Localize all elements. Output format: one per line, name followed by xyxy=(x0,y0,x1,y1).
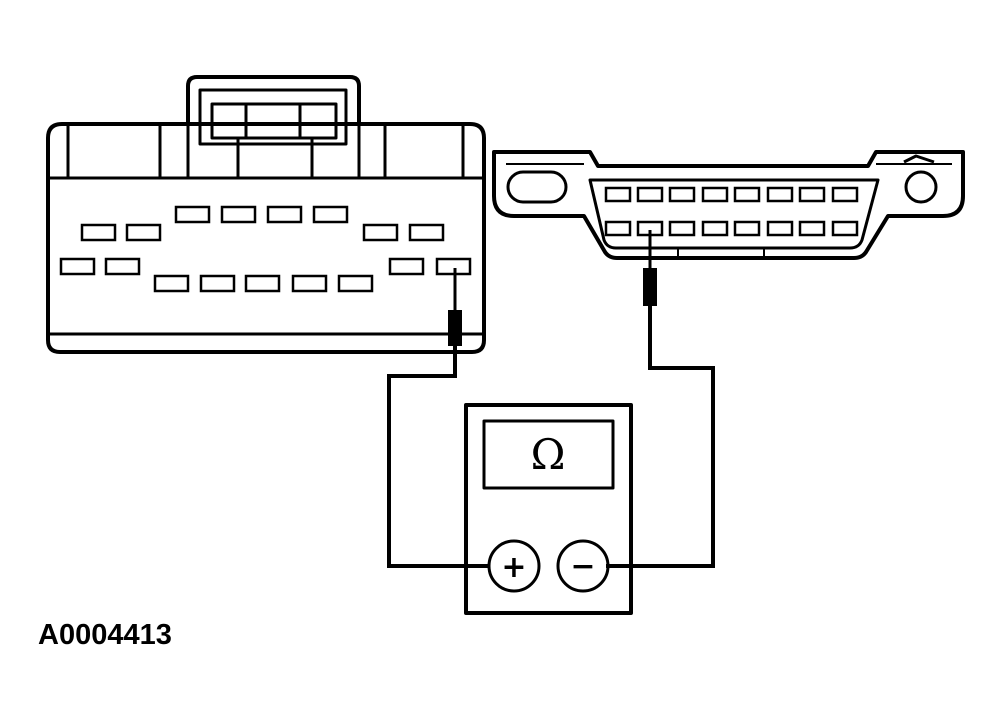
data-link-connector-pins xyxy=(604,186,859,237)
module-connector xyxy=(46,75,486,354)
negative-terminal xyxy=(556,539,610,593)
positive-terminal xyxy=(487,539,541,593)
left-probe xyxy=(448,268,462,346)
positive-terminal-label: + xyxy=(501,550,526,585)
figure-id-label: A0004413 xyxy=(38,619,172,651)
ohmmeter: Ω + − xyxy=(464,403,633,615)
data-link-connector xyxy=(492,150,965,260)
negative-test-lead xyxy=(606,306,715,568)
meter-display xyxy=(482,419,615,490)
positive-test-lead xyxy=(387,346,490,568)
module-connector-pins xyxy=(59,205,472,293)
right-probe xyxy=(643,230,657,306)
ohm-symbol: Ω xyxy=(531,430,566,479)
negative-terminal-label: − xyxy=(570,549,595,584)
